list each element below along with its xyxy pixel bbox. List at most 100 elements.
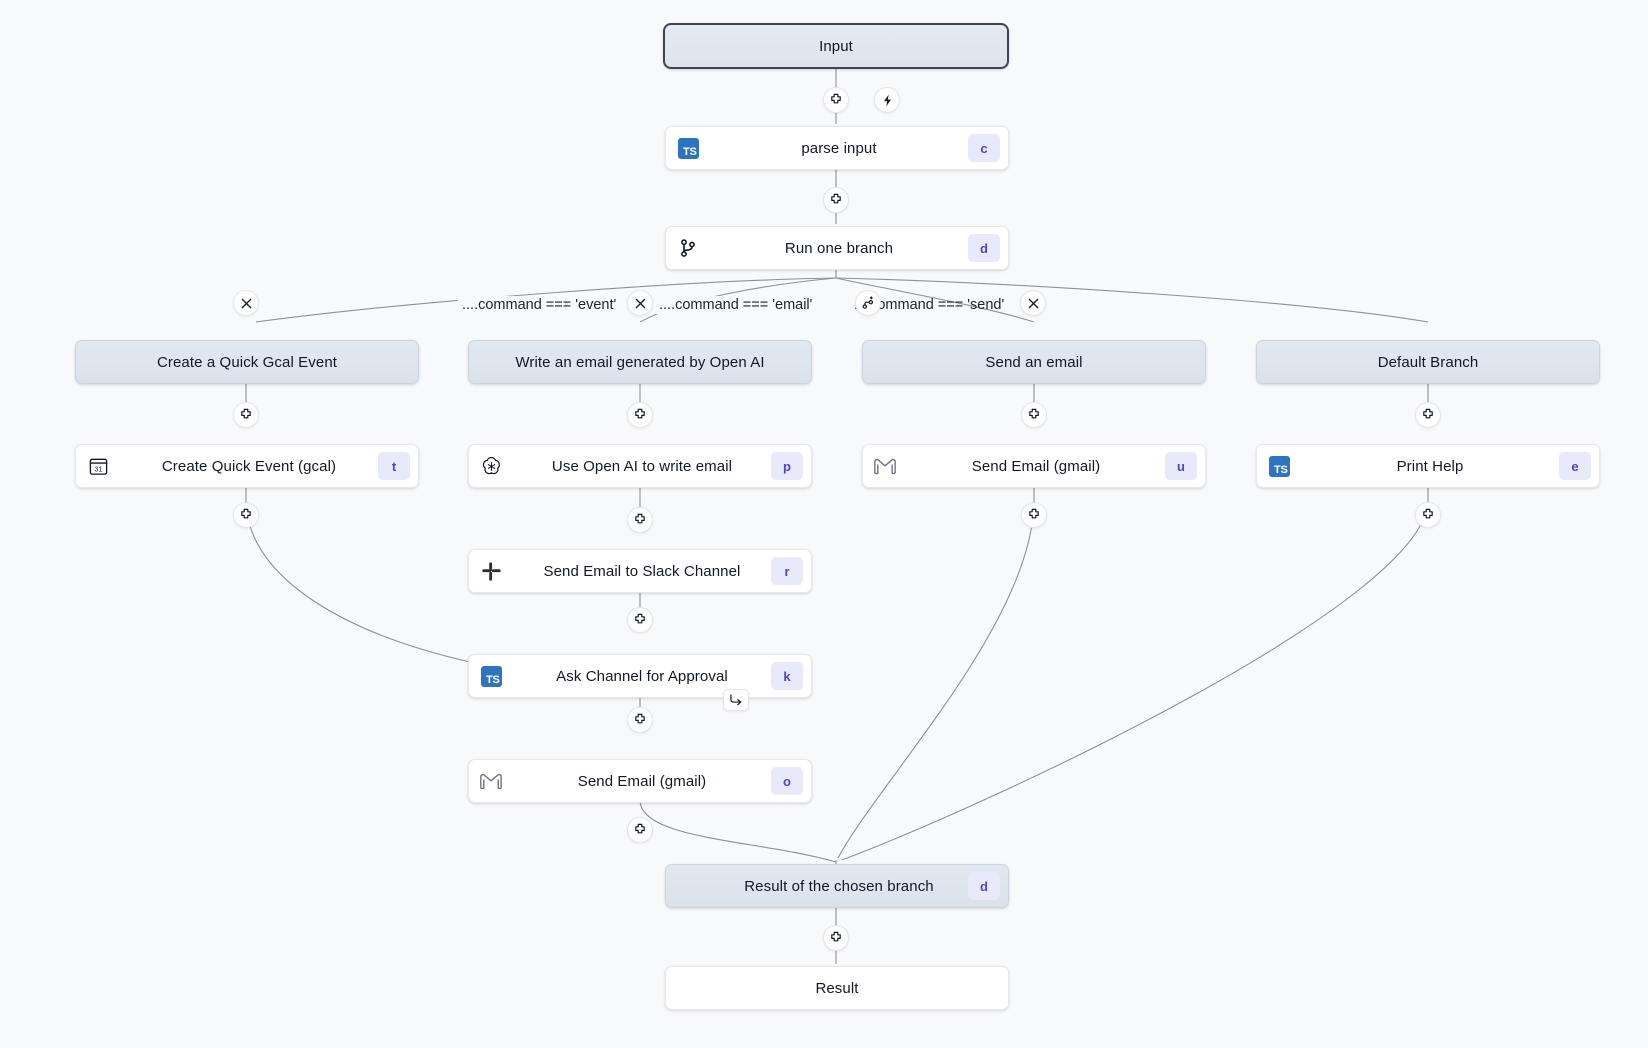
node-send-email-gmail-branch3-label: Send Email (gmail) [971,457,1101,475]
close-icon [1028,298,1038,308]
node-result[interactable]: Result [665,966,1009,1010]
plus-icon [831,193,841,204]
plus-icon [241,408,251,419]
gmail-icon [469,759,513,803]
suspend-resume-icon [729,694,741,705]
suspend-resume-badge[interactable] [723,689,749,711]
plus-icon [635,713,645,724]
node-send-email-slack-label: Send Email to Slack Channel [543,562,741,580]
node-send-email-slack[interactable]: Send Email to Slack Channel r [468,549,812,593]
node-create-quick-event-key[interactable]: t [378,452,410,480]
branch-header-2[interactable]: Write an email generated by Open AI [468,340,812,384]
remove-branch-3[interactable] [1020,290,1046,316]
node-print-help[interactable]: TS Print Help e [1256,444,1600,488]
google-calendar-icon: 31 [76,444,120,488]
branch-header-1-label: Create a Quick Gcal Event [156,353,338,371]
remove-branch-1[interactable] [233,290,259,316]
plus-icon [1029,408,1039,419]
add-step-handle-col2-d[interactable] [627,817,653,843]
branch-condition-1: ....command === 'event' [458,296,621,314]
plus-icon [635,408,645,419]
node-ask-channel-approval-label: Ask Channel for Approval [556,667,728,685]
plus-icon [831,93,841,104]
node-send-email-slack-key[interactable]: r [771,557,803,585]
node-result-of-chosen-branch[interactable]: Result of the chosen branch d [665,864,1009,908]
branch-condition-2: ....command === 'email' [655,296,817,314]
branch-header-1-icon-slot [76,340,120,384]
add-step-handle-col4[interactable] [1415,502,1441,528]
add-step-handle-branch-2[interactable] [627,402,653,428]
node-parse-input[interactable]: TS parse input c [665,126,1009,170]
node-use-openai-label: Use Open AI to write email [551,457,733,475]
result-icon-slot [666,966,710,1010]
node-result-label: Result [815,979,859,997]
branch-header-4-label: Default Branch [1377,353,1479,371]
plus-icon [635,513,645,524]
branch-header-4[interactable]: Default Branch [1256,340,1600,384]
plus-icon [1423,408,1433,419]
node-run-one-branch-key[interactable]: d [968,234,1000,262]
plus-icon [1029,508,1039,519]
add-step-handle-parse-input[interactable] [823,187,849,213]
node-parse-input-key[interactable]: c [968,134,1000,162]
add-step-handle-col1[interactable] [233,502,259,528]
plus-icon [831,931,841,942]
node-send-email-gmail-branch3[interactable]: Send Email (gmail) u [862,444,1206,488]
plus-icon [635,823,645,834]
typescript-icon: TS [469,654,513,698]
node-send-email-gmail-branch3-key[interactable]: u [1165,452,1197,480]
node-parse-input-label: parse input [801,139,877,157]
remove-branch-2[interactable] [627,290,653,316]
add-step-handle-col2-a[interactable] [627,507,653,533]
plus-icon [1423,508,1433,519]
node-create-quick-event-label: Create Quick Event (gcal) [161,457,337,475]
gmail-icon [863,444,907,488]
branch-header-2-label: Write an email generated by Open AI [515,353,765,371]
add-step-handle-col3[interactable] [1021,502,1047,528]
node-send-email-gmail-branch2[interactable]: Send Email (gmail) o [468,759,812,803]
node-use-openai[interactable]: Use Open AI to write email p [468,444,812,488]
node-send-email-gmail-branch2-label: Send Email (gmail) [577,772,707,790]
branch-header-3-icon-slot [863,340,907,384]
typescript-icon: TS [1257,444,1301,488]
add-step-handle-col2-b[interactable] [627,607,653,633]
node-create-quick-event[interactable]: 31 Create Quick Event (gcal) t [75,444,419,488]
plus-icon [241,508,251,519]
close-icon [635,298,645,308]
add-branch-icon [862,296,873,309]
add-step-handle-branch-3[interactable] [1021,402,1047,428]
add-branch-handle[interactable] [855,290,881,316]
branch-header-3[interactable]: Send an email [862,340,1206,384]
add-step-handle-input[interactable] [823,87,849,113]
result-branch-icon-slot [666,864,710,908]
node-run-one-branch[interactable]: Run one branch d [665,226,1009,270]
add-step-handle-col2-c[interactable] [627,707,653,733]
node-ask-channel-approval[interactable]: TS Ask Channel for Approval k [468,654,812,698]
openai-icon [469,444,513,488]
input-icon-slot [665,24,709,68]
node-input-label: Input [819,37,853,55]
node-ask-channel-approval-key[interactable]: k [771,662,803,690]
add-step-handle-branch-1[interactable] [233,402,259,428]
node-use-openai-key[interactable]: p [771,452,803,480]
node-print-help-label: Print Help [1396,457,1464,475]
git-branch-icon [666,226,710,270]
node-send-email-gmail-branch2-key[interactable]: o [771,767,803,795]
add-step-handle-result[interactable] [823,925,849,951]
branch-header-2-icon-slot [469,340,513,384]
add-step-handle-branch-4[interactable] [1415,402,1441,428]
close-icon [241,298,251,308]
typescript-icon: TS [666,126,710,170]
branch-header-3-label: Send an email [985,353,1083,371]
node-input[interactable]: Input [663,23,1009,69]
trigger-handle[interactable] [874,87,900,113]
node-result-of-chosen-branch-label: Result of the chosen branch [744,877,934,895]
node-run-one-branch-label: Run one branch [784,239,894,257]
branch-header-4-icon-slot [1257,340,1301,384]
lightning-bolt-icon [883,94,891,106]
node-result-of-chosen-branch-key[interactable]: d [968,872,1000,900]
slack-icon [469,549,513,593]
branch-header-1[interactable]: Create a Quick Gcal Event [75,340,419,384]
node-print-help-key[interactable]: e [1559,452,1591,480]
